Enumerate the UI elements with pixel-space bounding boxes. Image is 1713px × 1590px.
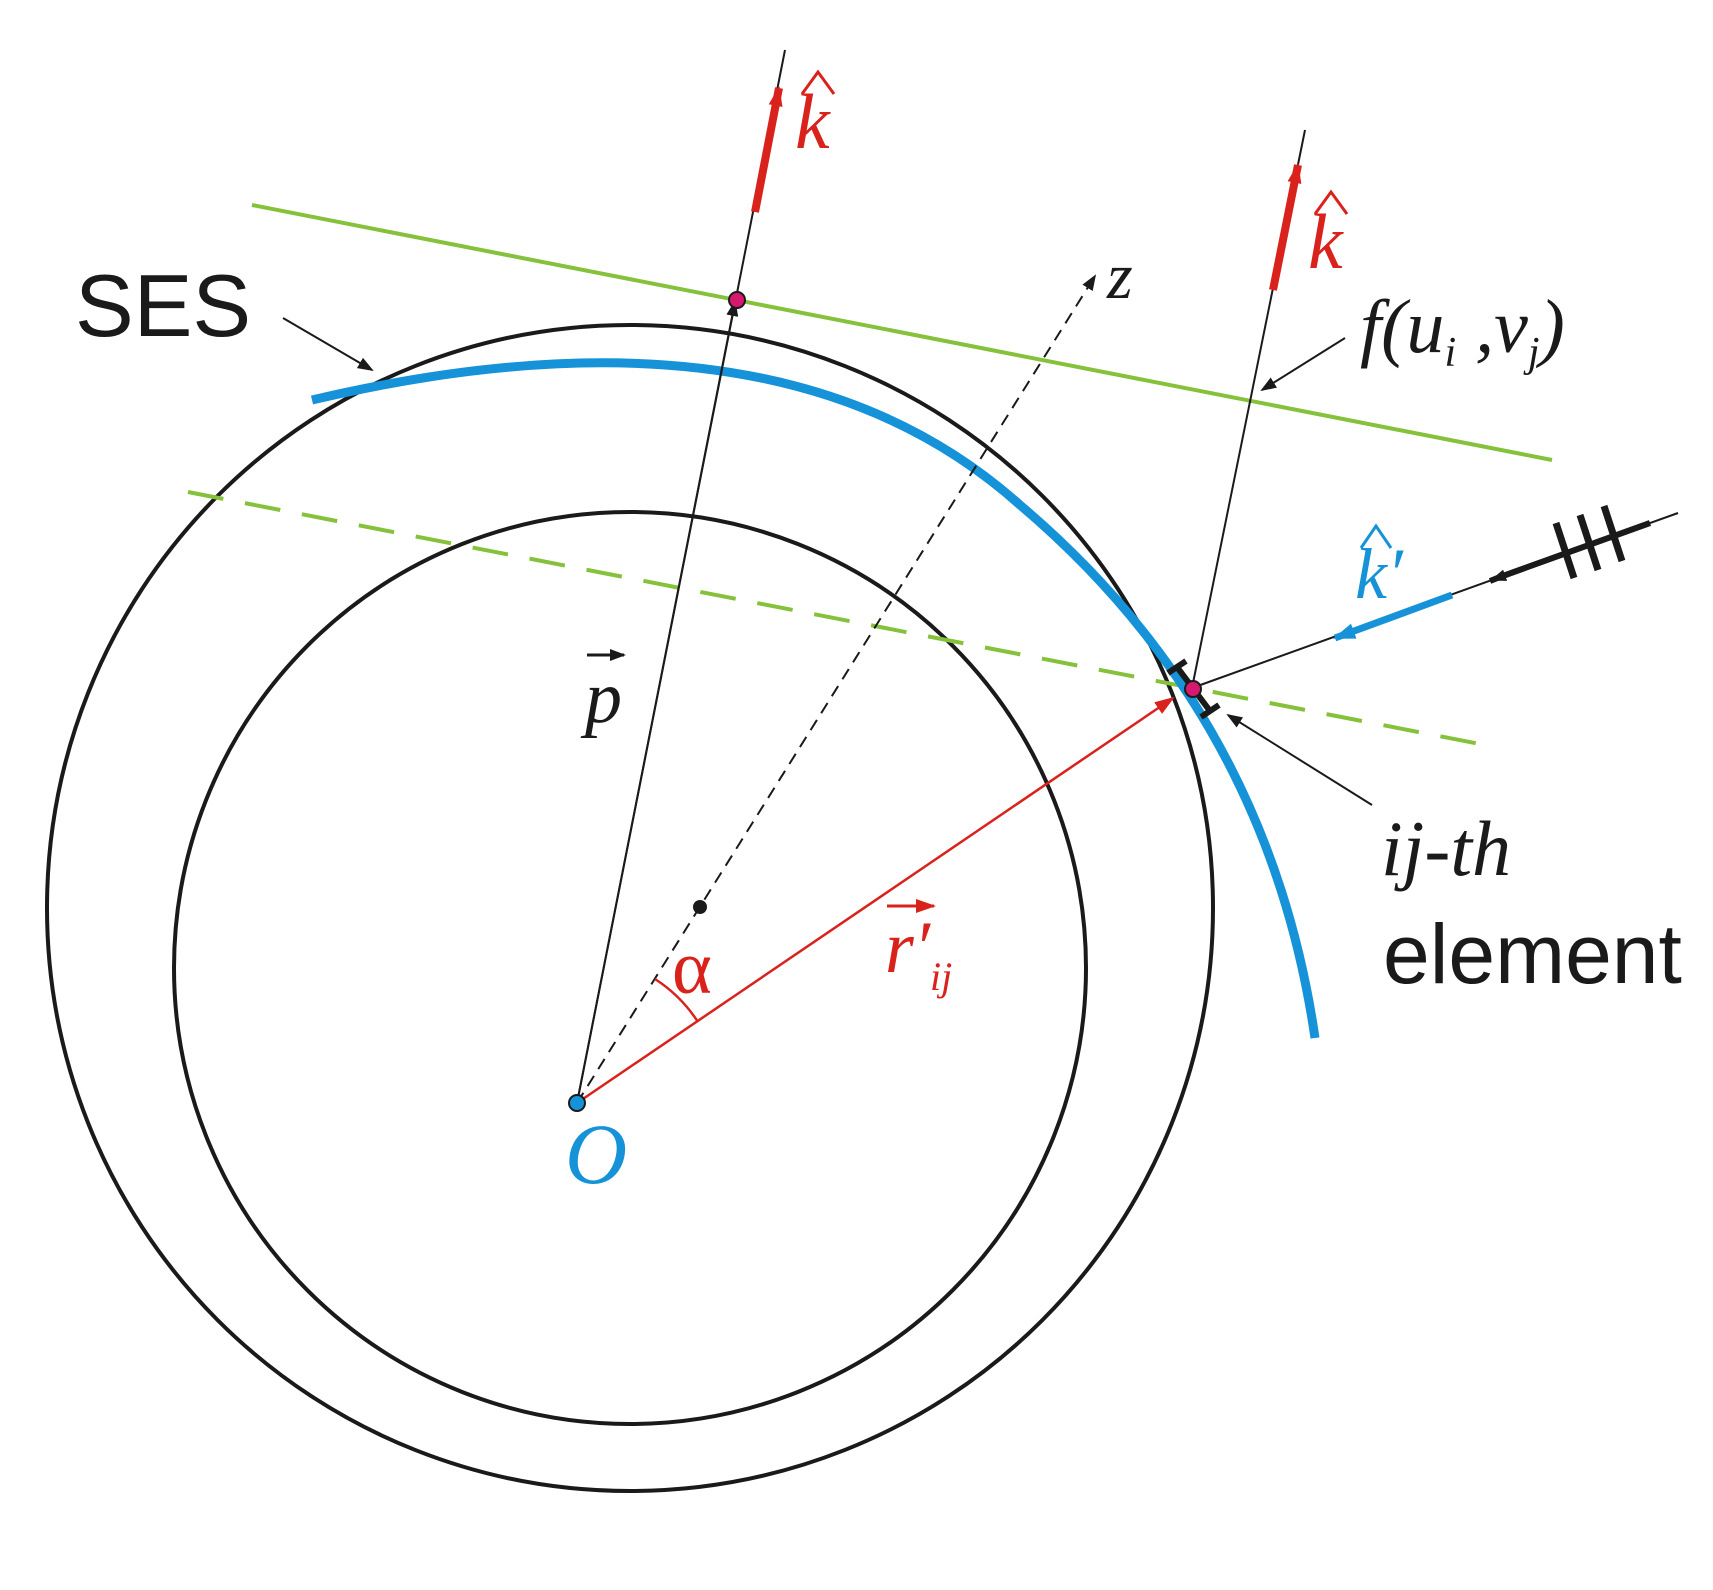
p-vector-arrow: [576, 300, 739, 1104]
k-prime-label: k′: [1355, 523, 1404, 614]
hat-icon: [800, 69, 836, 95]
ray-hash-marks: [1552, 504, 1626, 580]
r-vector-arrow: [576, 696, 1175, 1105]
svg-text:r′ij: r′ij: [885, 907, 952, 999]
hat-icon: [1313, 189, 1349, 215]
alpha-angle-arc: [654, 977, 700, 1023]
element-point: [1184, 680, 1202, 698]
p-vector-label: p: [580, 649, 626, 739]
element-pointer: [1226, 713, 1373, 806]
r-vector-label: r′ij: [885, 899, 952, 999]
z-axis-line: [576, 274, 1097, 1104]
f-function-label: f(ui ,vj): [1360, 285, 1565, 376]
z-axis-point: [693, 900, 707, 914]
svg-text:k: k: [795, 78, 831, 165]
element-label-line2: element: [1383, 907, 1682, 1001]
f-pointer: [1260, 337, 1346, 392]
outer-circle: [45, 323, 1215, 1493]
k-prime-arrow: [1333, 591, 1454, 642]
alpha-label: α: [672, 926, 712, 1010]
upper-intersection-point: [728, 291, 746, 309]
k-hat-label-right: k: [1308, 189, 1349, 285]
svg-text:k: k: [1308, 198, 1344, 285]
hat-icon: [1359, 523, 1393, 549]
origin-point: [568, 1094, 586, 1112]
k-hat-arrow-left: [751, 86, 783, 213]
origin-label: O: [565, 1106, 627, 1202]
inner-circle: [172, 510, 1088, 1426]
z-axis-label: z: [1106, 240, 1133, 313]
tangent-plane-dashed: [187, 490, 1491, 748]
ses-surface-arc: [310, 358, 1320, 1039]
tangent-plane-solid: [251, 203, 1553, 462]
k-hat-arrow-right: [1269, 163, 1302, 291]
svg-text:p: p: [580, 657, 622, 739]
ses-label: SES: [75, 256, 251, 355]
element-label-line1: ij-th: [1381, 805, 1511, 892]
k-hat-label-left: k: [795, 69, 836, 165]
ses-pointer: [282, 317, 374, 372]
